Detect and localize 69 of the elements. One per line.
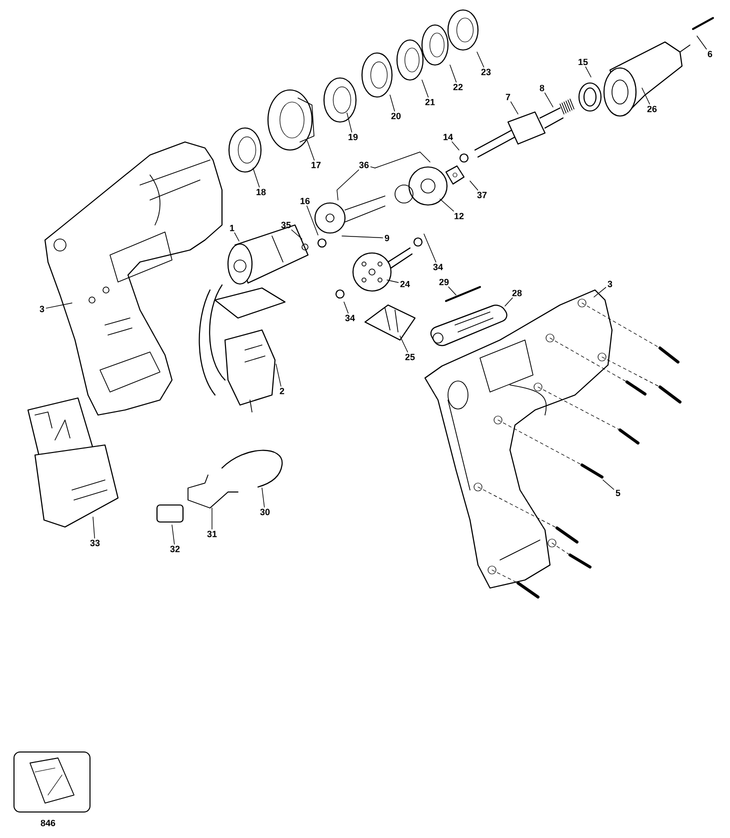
callout-number: 2 [280,388,284,394]
callout-number: 25 [405,354,415,360]
callout-number: 1 [230,224,234,232]
callout-number: 14 [444,134,453,140]
callout-number: 19 [348,134,358,140]
callout-number: 3 [608,280,612,288]
leader-line [346,112,352,132]
leader-line [440,198,454,212]
callout-number: 9 [384,234,390,242]
leader-line [291,230,302,240]
callout-number: 31 [207,530,217,538]
leader-line [642,88,650,104]
leader-line [544,92,554,108]
callout-number: 24 [400,280,410,288]
leader-line [585,66,592,78]
callout-number: 20 [391,112,401,120]
callout-number: 5 [616,490,620,496]
callout-number: 12 [454,212,464,220]
leader-line [234,232,240,242]
leader-line [602,480,614,490]
callout-number: 16 [300,198,310,204]
leader-line [390,94,395,112]
leader-line [386,280,399,283]
leader-line [510,101,518,114]
leader-line [262,488,265,508]
leader-line [448,286,456,296]
callout-number: 17 [312,162,321,168]
callout-number: 34 [345,314,355,322]
leader-line [306,140,315,161]
callout-number: 32 [170,546,180,552]
callout-number: 26 [647,106,657,112]
leader-line [342,236,384,238]
leader-line [46,302,72,309]
callout-number: 37 [477,192,487,198]
leader-line [306,206,318,236]
callout-number: 29 [439,278,449,286]
leader-line [452,141,460,150]
leader-line [476,52,484,68]
leader-line [424,234,436,262]
callout-number: 34 [433,264,443,270]
leader-line [594,287,606,298]
leader-line [470,180,478,190]
leader-line [276,364,282,387]
callout-number: 30 [260,508,270,516]
kit-box: 846 [14,752,90,826]
leader-line [252,168,260,188]
node-label: 846 [40,820,56,826]
callout-number: 36 [359,162,369,168]
callout-number: 21 [425,98,435,106]
leader-line [344,302,349,314]
leader-line [450,64,457,83]
callout-number: 28 [512,290,522,296]
callout-number: 33 [90,540,100,546]
callout-number: 23 [481,68,491,76]
leader-line [422,80,429,98]
leader-line [172,524,175,544]
callout-number: 15 [578,58,588,66]
leader-line [696,36,707,50]
leader-line [92,516,95,538]
callout-number: 22 [453,84,463,90]
callout-number: 7 [506,94,510,100]
leader-line [400,336,408,352]
leader-line [504,298,513,306]
leader-line [336,170,360,200]
callout-number: 3 [40,306,44,312]
callout-number: 8 [540,84,544,92]
callout-number: 6 [708,50,712,58]
callout-number: 18 [256,188,266,196]
leader-line [370,152,430,168]
